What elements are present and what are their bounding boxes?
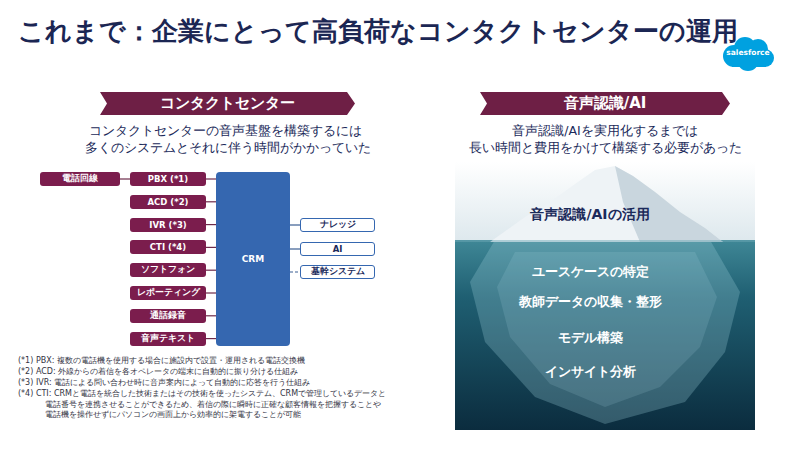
connector-line xyxy=(206,201,216,202)
slide-title: これまで：企業にとって高負荷なコンタクトセンターの運用 xyxy=(18,13,738,49)
system-box: 音声テキスト xyxy=(130,332,206,346)
connector-line xyxy=(206,270,216,271)
iceberg-panel: 音声認識/AIの活用ユースケースの特定教師データの収集・整形モデル構築インサイト… xyxy=(455,162,755,430)
connector-line xyxy=(206,338,216,339)
footnote: (*2) ACD: 外線からの着信を各オペレータの端末に自動的に振り分ける仕組み xyxy=(18,367,508,378)
iceberg-item: ユースケースの特定 xyxy=(465,264,715,281)
band-title: コンタクトセンター xyxy=(100,92,355,115)
logo-text: salesforce xyxy=(720,48,776,58)
box-label: ナレッジ xyxy=(320,219,356,231)
box-label: ソフトフォン xyxy=(141,264,195,276)
band-fill xyxy=(480,92,730,115)
section-subtitle: 音声認識/AIを実用化するまでは 長い時間と費用をかけて構築する必要があった xyxy=(465,122,745,156)
band-fill xyxy=(100,92,355,115)
footnote: (*3) IVR: 電話による問い合わせ時に音声案内によって自動的に応答を行う仕… xyxy=(18,378,508,389)
linked-system-box: AI xyxy=(300,242,375,256)
iceberg-heading: 音声認識/AIの活用 xyxy=(465,206,715,224)
connector-line xyxy=(120,178,130,179)
system-box: ソフトフォン xyxy=(130,263,206,277)
box-label: レポーティング xyxy=(137,287,200,299)
box-label: 通話録音 xyxy=(150,310,186,322)
box-label: 音声テキスト xyxy=(141,333,195,345)
system-box: PBX (*1) xyxy=(130,172,206,186)
box-label: ACD (*2) xyxy=(148,197,189,207)
connector-line xyxy=(206,247,216,248)
linked-system-box: ナレッジ xyxy=(300,218,375,232)
connector-line xyxy=(290,248,300,249)
connector-line xyxy=(206,224,216,225)
section-band: 音声認識/AI xyxy=(480,92,730,115)
system-box: ACD (*2) xyxy=(130,195,206,209)
iceberg-item: インサイト分析 xyxy=(465,364,715,381)
section-band: コンタクトセンター xyxy=(100,92,355,115)
iceberg-item: モデル構築 xyxy=(465,330,715,347)
system-box: 電話回線 xyxy=(40,172,120,186)
section-subtitle: コンタクトセンターの音声基盤を構築するには 多くのシステムとそれに伴う時間がかか… xyxy=(85,122,365,156)
system-box: CTI (*4) xyxy=(130,240,206,254)
band-title: 音声認識/AI xyxy=(480,92,730,115)
system-box: 通話録音 xyxy=(130,309,206,323)
crm-box: CRM xyxy=(216,172,290,346)
box-label: 電話回線 xyxy=(62,173,98,185)
system-box: IVR (*3) xyxy=(130,218,206,232)
linked-system-box: 基幹システム xyxy=(300,265,375,279)
connector-line xyxy=(206,178,216,179)
box-label: IVR (*3) xyxy=(149,220,186,230)
connector-line xyxy=(206,315,216,316)
footnote: (*4) CTI: CRMと電話を統合した技術またはその技術を使ったシステム、C… xyxy=(18,389,508,421)
connector-line xyxy=(206,292,216,293)
connector-line xyxy=(290,271,300,272)
system-box: レポーティング xyxy=(130,286,206,300)
box-label: 基幹システム xyxy=(311,266,365,278)
iceberg-item: 教師データの収集・整形 xyxy=(465,294,715,311)
box-label: CTI (*4) xyxy=(150,242,186,252)
connector-line xyxy=(290,224,300,225)
box-label: PBX (*1) xyxy=(148,174,188,184)
box-label: AI xyxy=(333,244,343,254)
box-label: CRM xyxy=(242,254,265,264)
footnote: (*1) PBX: 複数の電話機を使用する場合に施設内で設置・運用される電話交換… xyxy=(18,356,508,367)
